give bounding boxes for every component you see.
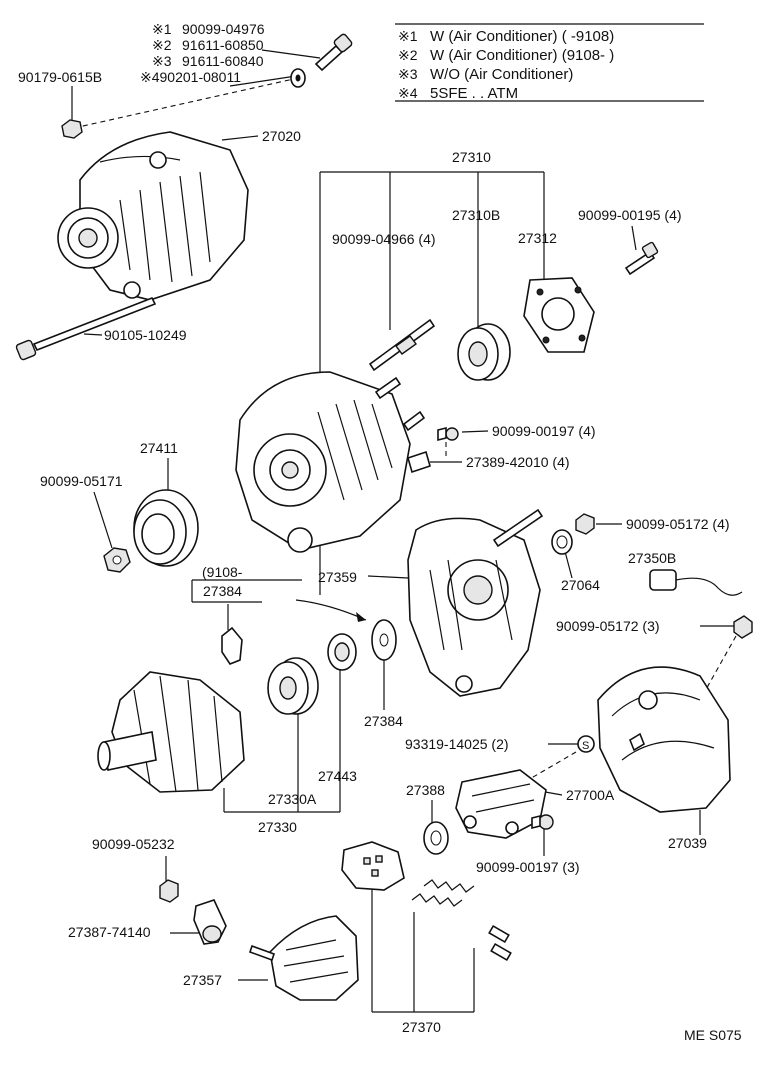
label-screw-025: 93319-14025 (2) <box>405 736 509 752</box>
terminal-screw <box>437 426 459 442</box>
label-pulley-nut: 90099-05171 <box>40 473 123 489</box>
label-bolt-long: 90105-10249 <box>104 327 187 343</box>
rear-cover <box>597 666 731 813</box>
label-nut-172-4: 90099-05172 (4) <box>626 516 730 532</box>
label-frame-b: 27310B <box>452 207 500 223</box>
left-nut <box>61 119 83 139</box>
regulator <box>455 769 547 839</box>
note-mark-3: ※3 <box>398 66 418 82</box>
variant-part-2: 91611-60850 <box>182 37 264 53</box>
label-rotor: 27330 <box>258 819 297 835</box>
top-washer <box>290 68 306 88</box>
variant-mark-2: ※2 <box>152 37 172 53</box>
bearing-cover <box>423 821 449 855</box>
label-brush-holder: 27370 <box>402 1019 441 1035</box>
label-rotor-bearing-a: 27330A <box>268 791 317 807</box>
label-rotor-bearing-b: 27443 <box>318 768 357 784</box>
note-mark-2: ※2 <box>398 47 418 63</box>
label-spacer-low: 27384 <box>364 713 403 729</box>
nut-172-three <box>733 615 753 639</box>
note-text-1: W (Air Conditioner) ( -9108) <box>430 28 614 45</box>
alternator-assembly <box>57 131 249 301</box>
nut-172-four <box>575 513 595 535</box>
label-spacer-top: 27384 <box>203 583 242 599</box>
washer-064 <box>551 529 573 555</box>
label-stud-4: 90099-04966 (4) <box>332 231 436 247</box>
label-nut-left: 90179-0615B <box>18 69 102 85</box>
top-bolt <box>314 33 353 72</box>
label-rectifier: 27357 <box>183 972 222 988</box>
label-regulator: 27700A <box>566 787 615 803</box>
terminal-insulator <box>407 450 431 474</box>
note-mark-1: ※1 <box>398 28 418 44</box>
label-rear-cover: 27039 <box>668 835 707 851</box>
rectifier <box>248 915 359 1001</box>
note-text-3: W/O (Air Conditioner) <box>430 66 573 83</box>
rotor-bearing-a <box>267 657 319 715</box>
rotor <box>97 671 245 793</box>
note-text-4: 5SFE . . ATM <box>430 85 518 102</box>
brushes <box>488 924 512 962</box>
variant-part-3: 91611-60840 <box>182 53 264 69</box>
spacer-low <box>371 619 397 661</box>
springs <box>411 879 475 907</box>
label-plate: 27312 <box>518 230 557 246</box>
label-frame-assy: 27310 <box>452 149 491 165</box>
label-terminal: 27389-42010 (4) <box>466 454 570 470</box>
bearing-b <box>457 323 511 381</box>
rear-frame <box>407 508 544 697</box>
note-text-2: W (Air Conditioner) (9108- ) <box>430 47 614 64</box>
insulator <box>649 569 743 596</box>
pulley-nut <box>103 547 131 573</box>
label-pulley: 27411 <box>140 440 178 456</box>
variant-part-1: 90099-04976 <box>182 21 265 37</box>
part-labels: 90179-0615B ※490201-08011 27020 90105-10… <box>18 69 742 1043</box>
label-frame-drive: 27359 <box>318 569 357 585</box>
bushing <box>193 899 227 945</box>
retainer-plate <box>523 277 595 353</box>
label-ref-code: ME S075 <box>684 1027 742 1043</box>
rotor-bearing-b <box>327 633 357 671</box>
brush-holder <box>341 841 405 891</box>
regulator-screw <box>531 814 554 830</box>
label-nut-172-3: 90099-05172 (3) <box>556 618 660 634</box>
stud <box>368 318 436 372</box>
label-alternator: 27020 <box>262 128 301 144</box>
label-bearing-cover: 27388 <box>406 782 445 798</box>
s-screw: S <box>577 735 595 753</box>
label-screw-197-3: 90099-00197 (3) <box>476 859 580 875</box>
nut-232 <box>159 879 179 903</box>
label-insulator: 27350B <box>628 550 676 566</box>
label-date-code: (9108- <box>202 564 243 580</box>
bolt-variants: ※1 90099-04976 ※2 91611-60850 ※3 91611-6… <box>152 21 265 69</box>
s-symbol: S <box>582 740 589 752</box>
notes-block: ※1 W (Air Conditioner) ( -9108) ※2 W (Ai… <box>395 23 704 102</box>
pulley <box>133 489 199 567</box>
long-bolt <box>15 296 157 361</box>
spacer-top <box>221 626 243 665</box>
note-mark-4: ※4 <box>398 85 418 101</box>
label-washer-4: ※490201-08011 <box>140 69 241 85</box>
plate-screw <box>624 241 659 276</box>
label-bushing: 27387-74140 <box>68 924 151 940</box>
variant-mark-3: ※3 <box>152 53 172 69</box>
label-screw-4: 90099-00195 (4) <box>578 207 682 223</box>
label-screw-197-4: 90099-00197 (4) <box>492 423 596 439</box>
label-washer-064: 27064 <box>561 577 600 593</box>
label-nut-232: 90099-05232 <box>92 836 175 852</box>
drive-frame <box>235 371 426 553</box>
variant-mark-1: ※1 <box>152 21 172 37</box>
